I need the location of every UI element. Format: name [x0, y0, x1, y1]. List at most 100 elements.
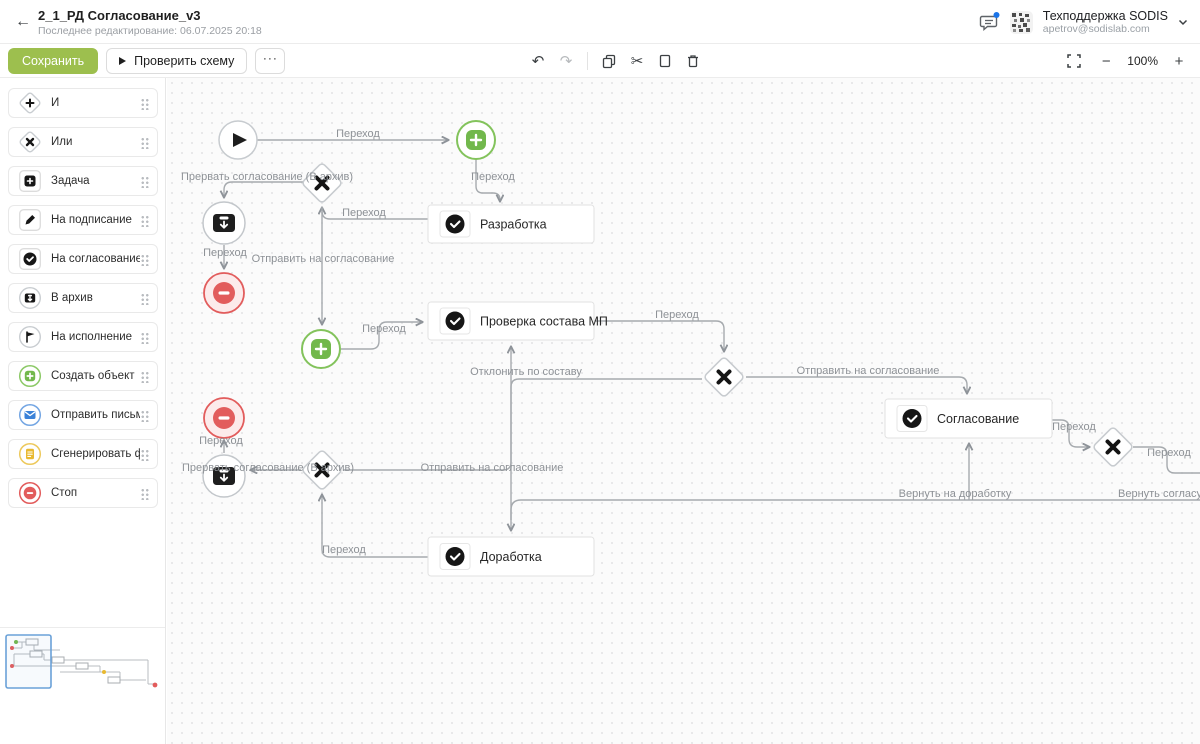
edge-label: Переход [655, 309, 699, 321]
execute-flag-icon [15, 325, 45, 349]
check-schema-button[interactable]: Проверить схему [106, 48, 248, 74]
check-circle-icon [895, 404, 929, 433]
palette-item-task[interactable]: Задача [8, 166, 158, 196]
undo-icon[interactable]: ↶ [531, 53, 545, 70]
create-object-icon [15, 364, 45, 388]
user-info[interactable]: Техподдержка SODIS apetrov@sodislab.com [1043, 9, 1168, 35]
zoom-out-button[interactable]: − [1101, 52, 1111, 70]
play-icon [119, 57, 127, 65]
drag-handle-icon[interactable] [140, 135, 149, 149]
diagram-canvas[interactable]: Разработка Проверка состава МП Согласова… [167, 78, 1200, 744]
or-gateway-icon [15, 130, 45, 154]
node-stop-2[interactable] [203, 397, 245, 439]
palette-item-send-mail[interactable]: Отправить письмо [8, 400, 158, 430]
palette-item-approve[interactable]: На согласование [8, 244, 158, 274]
palette-label: На исполнение [51, 331, 133, 343]
edge-plus-to-razrabotka[interactable] [475, 159, 500, 201]
node-and-gateway-mid[interactable] [300, 328, 342, 370]
drag-handle-icon[interactable] [140, 408, 149, 422]
palette-label: Стоп [51, 487, 78, 499]
archive-icon [15, 286, 45, 310]
edge-or1-to-archive1[interactable] [224, 181, 303, 197]
palette-item-generate-file[interactable]: Сгенерировать ф... [8, 439, 158, 469]
palette-item-sign[interactable]: На подписание [8, 205, 158, 235]
start-play-icon [233, 133, 247, 147]
node-or-gateway-1[interactable] [299, 160, 345, 206]
edge-label: Отправить на согласование [421, 462, 564, 474]
sign-icon [15, 208, 45, 232]
sidebar: И Или Задача На п [0, 78, 166, 744]
edge-label: Переход [1147, 447, 1191, 459]
palette-item-or[interactable]: Или [8, 127, 158, 157]
zoom-level: 100% [1127, 54, 1158, 68]
minimap[interactable] [0, 627, 165, 744]
save-button[interactable]: Сохранить [8, 48, 99, 74]
palette-label: Задача [51, 175, 90, 187]
drag-handle-icon[interactable] [140, 213, 149, 227]
edge-or4-exit-right[interactable] [1133, 446, 1200, 474]
node-or-gateway-2[interactable] [701, 354, 747, 400]
edge-label: Отправить на согласование [252, 253, 395, 265]
user-name: Техподдержка SODIS [1042, 8, 1168, 23]
task-razrabotka[interactable]: Разработка [427, 204, 595, 244]
cut-icon[interactable]: ✂ [630, 53, 644, 70]
drag-handle-icon[interactable] [140, 174, 149, 188]
palette-item-execute[interactable]: На исполнение [8, 322, 158, 352]
minimap-node-dot [102, 670, 106, 674]
zoom-in-button[interactable]: + [1174, 52, 1184, 70]
drag-handle-icon[interactable] [140, 330, 149, 344]
edge-dorabotka-to-or3[interactable] [322, 495, 428, 558]
drag-handle-icon[interactable] [140, 96, 149, 110]
copy-icon[interactable] [598, 50, 620, 72]
palette-item-create-object[interactable]: Создать объект [8, 361, 158, 391]
edge-or2-to-soglasovanie[interactable] [746, 376, 967, 393]
minimap-viewport[interactable] [5, 634, 52, 689]
task-label: Доработка [480, 550, 542, 564]
task-label: Согласование [937, 412, 1019, 426]
node-stop-1[interactable] [203, 272, 245, 314]
node-archive-1[interactable] [202, 201, 246, 245]
edge-or2-to-dorabotka[interactable] [511, 378, 702, 530]
palette-label: Или [51, 136, 73, 148]
delete-icon[interactable] [682, 50, 704, 72]
node-or-gateway-3[interactable] [1090, 424, 1136, 470]
check-circle-icon [438, 542, 472, 571]
edge-label: Отправить на согласование [797, 365, 940, 377]
fit-screen-icon[interactable] [1063, 50, 1085, 72]
node-start[interactable] [218, 120, 258, 160]
send-mail-icon [15, 403, 45, 427]
edge-plus2-to-proverka[interactable] [341, 322, 422, 350]
palette-item-and[interactable]: И [8, 88, 158, 118]
redo-icon[interactable]: ↷ [559, 53, 573, 70]
feedback-icon[interactable] [978, 11, 1000, 33]
edge-return-line[interactable] [510, 499, 1200, 520]
user-email: apetrov@sodislab.com [1042, 23, 1150, 36]
task-label: Проверка состава МП [480, 315, 608, 329]
task-proverka[interactable]: Проверка состава МП [427, 301, 608, 341]
minimap-stop-dot [10, 646, 14, 650]
drag-handle-icon[interactable] [140, 486, 149, 500]
drag-handle-icon[interactable] [140, 447, 149, 461]
palette-item-stop[interactable]: Стоп [8, 478, 158, 508]
paste-icon[interactable] [654, 50, 676, 72]
chevron-down-icon[interactable] [1178, 13, 1188, 31]
edge-soglasovanie-to-or4[interactable] [1052, 419, 1089, 447]
node-and-gateway-top[interactable] [455, 119, 497, 161]
back-button[interactable]: ← [15, 13, 31, 30]
last-edited-subtitle: Последнее редактирование: 06.07.2025 20:… [38, 25, 262, 37]
palette-item-archive[interactable]: В архив [8, 283, 158, 313]
drag-handle-icon[interactable] [140, 252, 149, 266]
palette-label: И [51, 97, 60, 109]
edge-proverka-to-or2[interactable] [594, 320, 724, 351]
edge-or3-to-proverka[interactable] [343, 347, 511, 471]
palette-label: На согласование [51, 253, 140, 265]
task-soglasovanie[interactable]: Согласование [884, 398, 1053, 439]
drag-handle-icon[interactable] [140, 291, 149, 305]
more-button[interactable]: ··· [255, 48, 286, 74]
avatar[interactable] [1009, 10, 1033, 34]
edge-label: Вернуть согласу [1118, 488, 1200, 500]
drag-handle-icon[interactable] [140, 369, 149, 383]
task-dorabotka[interactable]: Доработка [427, 536, 595, 577]
edge-label: Переход [471, 171, 515, 183]
